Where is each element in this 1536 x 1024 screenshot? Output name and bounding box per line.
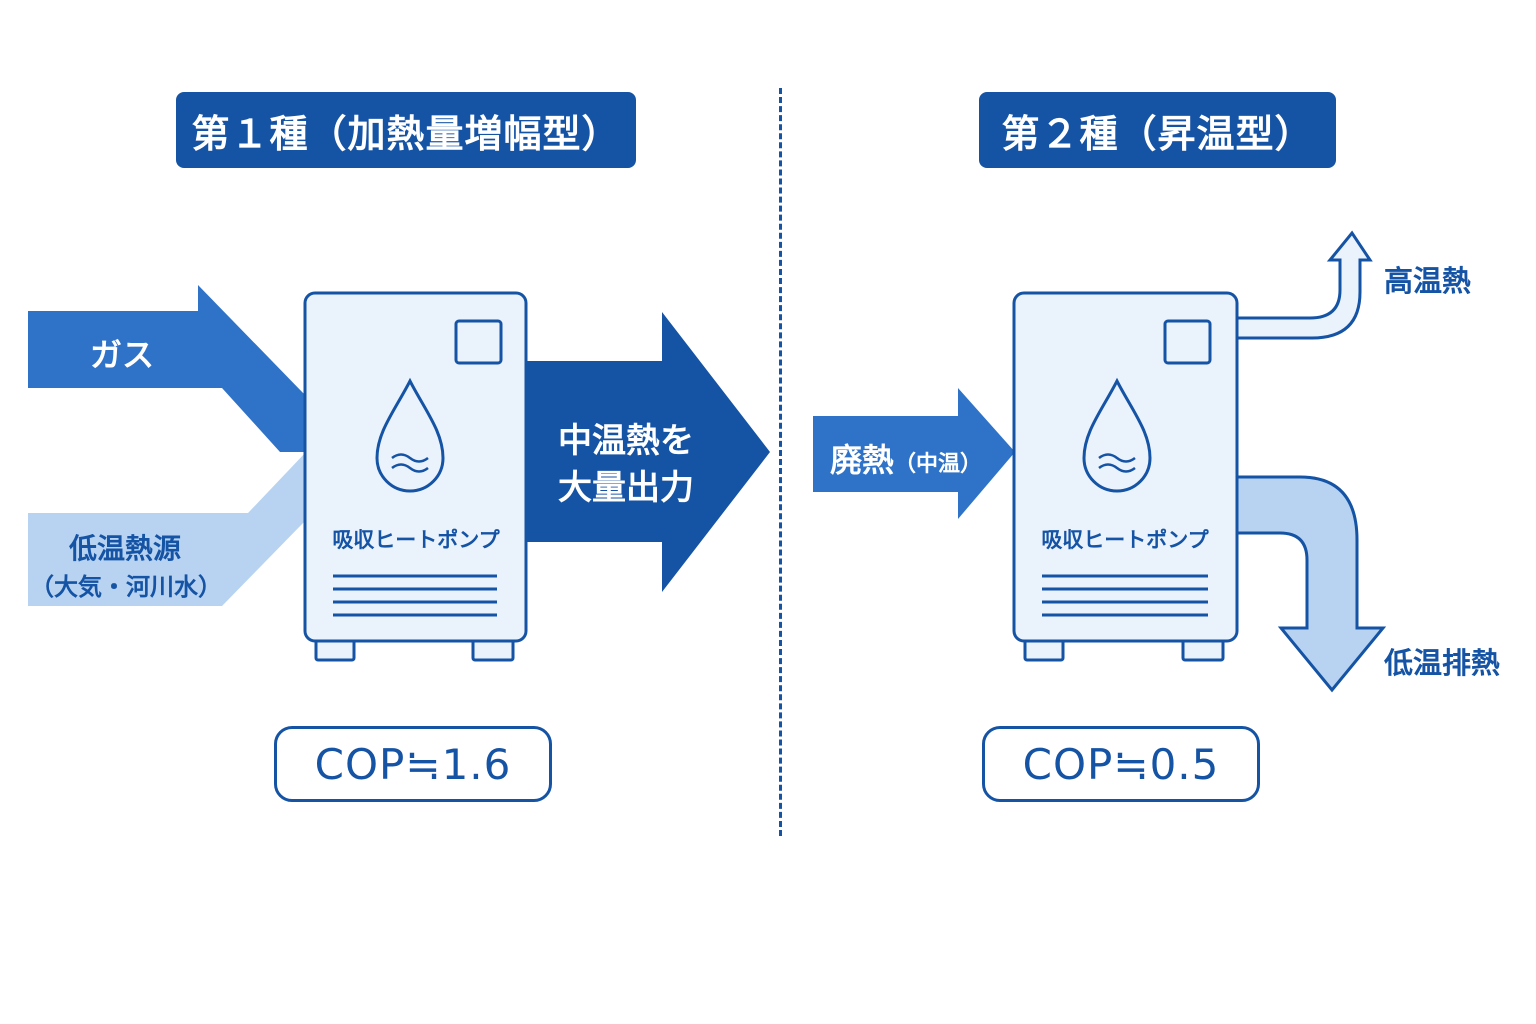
high-temp-label: 高温熱 (1384, 264, 1472, 298)
water-drop-icon (1082, 377, 1152, 493)
gas-label: ガス (90, 336, 155, 374)
high-temp-output-arrow (1235, 230, 1373, 340)
output-label-line1: 中温熱を (558, 421, 694, 461)
cop-badge-right: COP≒0.5 (982, 726, 1260, 802)
waste-heat-main: 廃熱 (830, 441, 895, 479)
unit-label-left: 吸収ヒートポンプ (332, 528, 500, 552)
wave-line (391, 453, 429, 463)
waste-heat-label: 廃熱（中温） (830, 435, 982, 481)
output-label-line2: 大量出力 (558, 468, 694, 508)
low-temp-source-sub-label: （大気・河川水） (30, 573, 222, 601)
unit-foot-left-2 (471, 638, 515, 662)
unit-panel-right (1163, 319, 1212, 365)
title-type2: 第２種（昇温型） (979, 92, 1336, 168)
unit-body-left (303, 291, 528, 643)
waste-heat-sub: （中温） (894, 452, 983, 477)
cop-badge-left: COP≒1.6 (274, 726, 552, 802)
heat-pump-unit-right (1012, 291, 1239, 662)
unit-foot-right-1 (1023, 638, 1065, 662)
heat-pump-unit-left (303, 291, 528, 662)
unit-body-right (1012, 291, 1239, 643)
water-drop-icon (375, 377, 445, 493)
waste-heat-input-arrow (813, 388, 1015, 519)
mid-temp-output-arrow (524, 312, 770, 592)
low-temp-exhaust-label: 低温排熱 (1384, 646, 1501, 680)
low-temp-source-arrow (28, 452, 306, 606)
low-temp-exhaust-arrow (1235, 475, 1387, 693)
low-temp-source-label: 低温熱源 (69, 532, 182, 565)
wave-line (1098, 463, 1136, 473)
center-divider (779, 88, 782, 836)
unit-foot-left-1 (314, 638, 356, 662)
wave-line (391, 463, 429, 473)
title-type1: 第１種（加熱量増幅型） (176, 92, 636, 168)
unit-panel-left (454, 319, 503, 365)
unit-label-right: 吸収ヒートポンプ (1041, 528, 1209, 552)
wave-line (1098, 453, 1136, 463)
unit-foot-right-2 (1181, 638, 1225, 662)
gas-input-arrow (28, 285, 306, 452)
